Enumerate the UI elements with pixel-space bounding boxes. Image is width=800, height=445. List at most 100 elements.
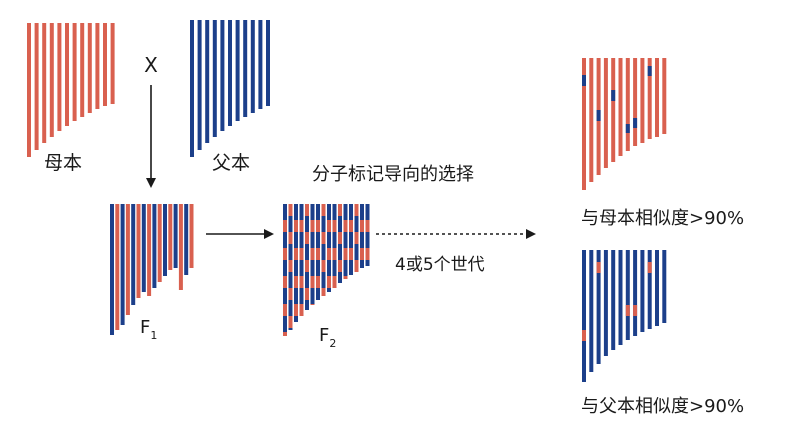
f2-chromosome-segment	[332, 248, 337, 260]
maternal-like-marker-segment	[596, 110, 601, 121]
f2-chromosome-segment	[343, 260, 348, 276]
f2-chromosome-segment	[283, 260, 287, 276]
f2-chromosome-segment	[310, 220, 315, 232]
f2-chromosome-segment	[299, 232, 304, 248]
f2-chromosome-segment	[288, 328, 293, 330]
f2-chromosome-segment	[332, 232, 337, 248]
f2-chromosome-segment	[354, 244, 359, 260]
f2-chromosome-segment	[310, 204, 315, 220]
f2-chromosome-segment	[349, 260, 353, 275]
f2-chromosome-segment	[338, 244, 342, 260]
f1-letter: F	[140, 317, 150, 338]
f2-chromosome-segment	[299, 304, 304, 316]
f2-chromosome-segment	[338, 232, 342, 244]
f2-chromosome-segment	[294, 260, 298, 276]
f2-chromosome-segment	[354, 204, 359, 216]
f2-chromosome-segment	[327, 248, 331, 260]
f2-chromosome-segment	[360, 220, 364, 232]
mother-chromosome	[34, 23, 39, 150]
f2-label: F2	[319, 325, 336, 350]
f1-chromosome	[131, 204, 136, 305]
maternal-like-marker-segment	[582, 75, 586, 86]
f2-chromosome-segment	[360, 248, 364, 260]
paternal-like-marker-segment	[625, 305, 630, 316]
mother-chromosome	[57, 23, 62, 131]
mother-chromosome	[65, 23, 69, 126]
f2-chromosome-segment	[294, 304, 298, 316]
f2-chromosome-segment	[327, 204, 331, 220]
f2-chromosome-segment	[288, 232, 293, 244]
f1-chromosome	[173, 204, 178, 268]
selection-label: 分子标记导向的选择	[312, 164, 474, 185]
f2-chromosome-segment	[294, 232, 298, 248]
f2-chromosome-segment	[294, 276, 298, 288]
f2-chromosome-segment	[349, 220, 353, 232]
f2-chromosome-segment	[365, 220, 370, 232]
f2-chromosome-segment	[305, 272, 309, 288]
f2-chromosome-segment	[310, 288, 315, 304]
mother-chromosome	[110, 23, 115, 104]
father-chromosome	[220, 20, 225, 131]
f2-chromosome-segment	[299, 248, 304, 260]
f2-chromosome-segment	[338, 272, 342, 283]
mother-label: 母本	[44, 152, 82, 174]
f2-chromosome-segment	[321, 272, 326, 288]
f2-chromosome-segment	[288, 204, 293, 216]
father-chromosome	[228, 20, 232, 126]
f2-chromosome-segment	[288, 316, 293, 328]
f2-chromosome-segment	[332, 220, 337, 232]
f2-chromosome-segment	[283, 316, 287, 332]
f2-letter: F	[319, 325, 329, 346]
paternal-like-marker-segment	[647, 262, 652, 273]
f2-chromosome-segment	[316, 204, 320, 220]
f2-chromosome-segment	[343, 248, 348, 260]
f2-chromosome-segment	[299, 276, 304, 288]
f1-chromosome	[163, 204, 167, 276]
f2-chromosome-segment	[365, 204, 370, 220]
f2-chromosome-segment	[299, 260, 304, 276]
paternal-like-chromosome	[582, 250, 586, 382]
similar-to-mother-label: 与母本相似度>90%	[581, 208, 744, 229]
maternal-like-chromosome	[640, 58, 645, 143]
f2-chromosome-segment	[349, 204, 353, 220]
f2-chromosome-segment	[321, 204, 326, 216]
father-chromosome	[205, 20, 210, 143]
f2-subscript: 2	[329, 337, 336, 350]
f1-label: F1	[140, 317, 157, 342]
f2-chromosome-segment	[354, 232, 359, 244]
maternal-like-chromosome	[582, 58, 586, 190]
paternal-like-marker-segment	[582, 330, 586, 341]
f2-chromosome-segment	[321, 216, 326, 232]
f2-chromosome-segment	[316, 220, 320, 232]
maternal-like-chromosome	[647, 58, 652, 139]
maternal-like-chromosome	[655, 58, 659, 137]
paternal-like-selection-chromosomes	[582, 250, 667, 382]
paternal-like-chromosome	[618, 250, 623, 345]
f2-chromosome-segment	[283, 204, 287, 220]
maternal-like-chromosome	[603, 58, 608, 168]
f2-chromosome-segment	[349, 248, 353, 260]
f2-chromosome-segment	[316, 276, 320, 288]
maternal-like-marker-segment	[647, 66, 652, 76]
f2-chromosome-segment	[305, 300, 309, 310]
f2-chromosome-segment	[305, 232, 309, 244]
f1-chromosome	[120, 204, 125, 325]
paternal-like-chromosome	[603, 250, 608, 356]
f1-chromosome	[178, 204, 183, 290]
maternal-like-marker-segment	[611, 90, 616, 101]
father-label: 父本	[212, 152, 250, 174]
similar-to-father-label: 与父本相似度>90%	[581, 396, 744, 417]
mother-chromosome	[103, 23, 107, 106]
paternal-like-chromosome	[647, 250, 652, 329]
f2-chromosome-segment	[343, 232, 348, 248]
f2-chromosome-segment	[283, 232, 287, 248]
f1-chromosome	[125, 204, 130, 315]
f2-chromosome-segment	[288, 300, 293, 316]
f2-chromosome-segment	[288, 244, 293, 260]
f2-chromosome-segment	[321, 232, 326, 244]
maternal-like-chromosome	[662, 58, 667, 134]
f2-chromosome-segment	[299, 220, 304, 232]
f2-chromosome-segment	[354, 260, 359, 272]
f1-chromosome	[157, 204, 162, 282]
